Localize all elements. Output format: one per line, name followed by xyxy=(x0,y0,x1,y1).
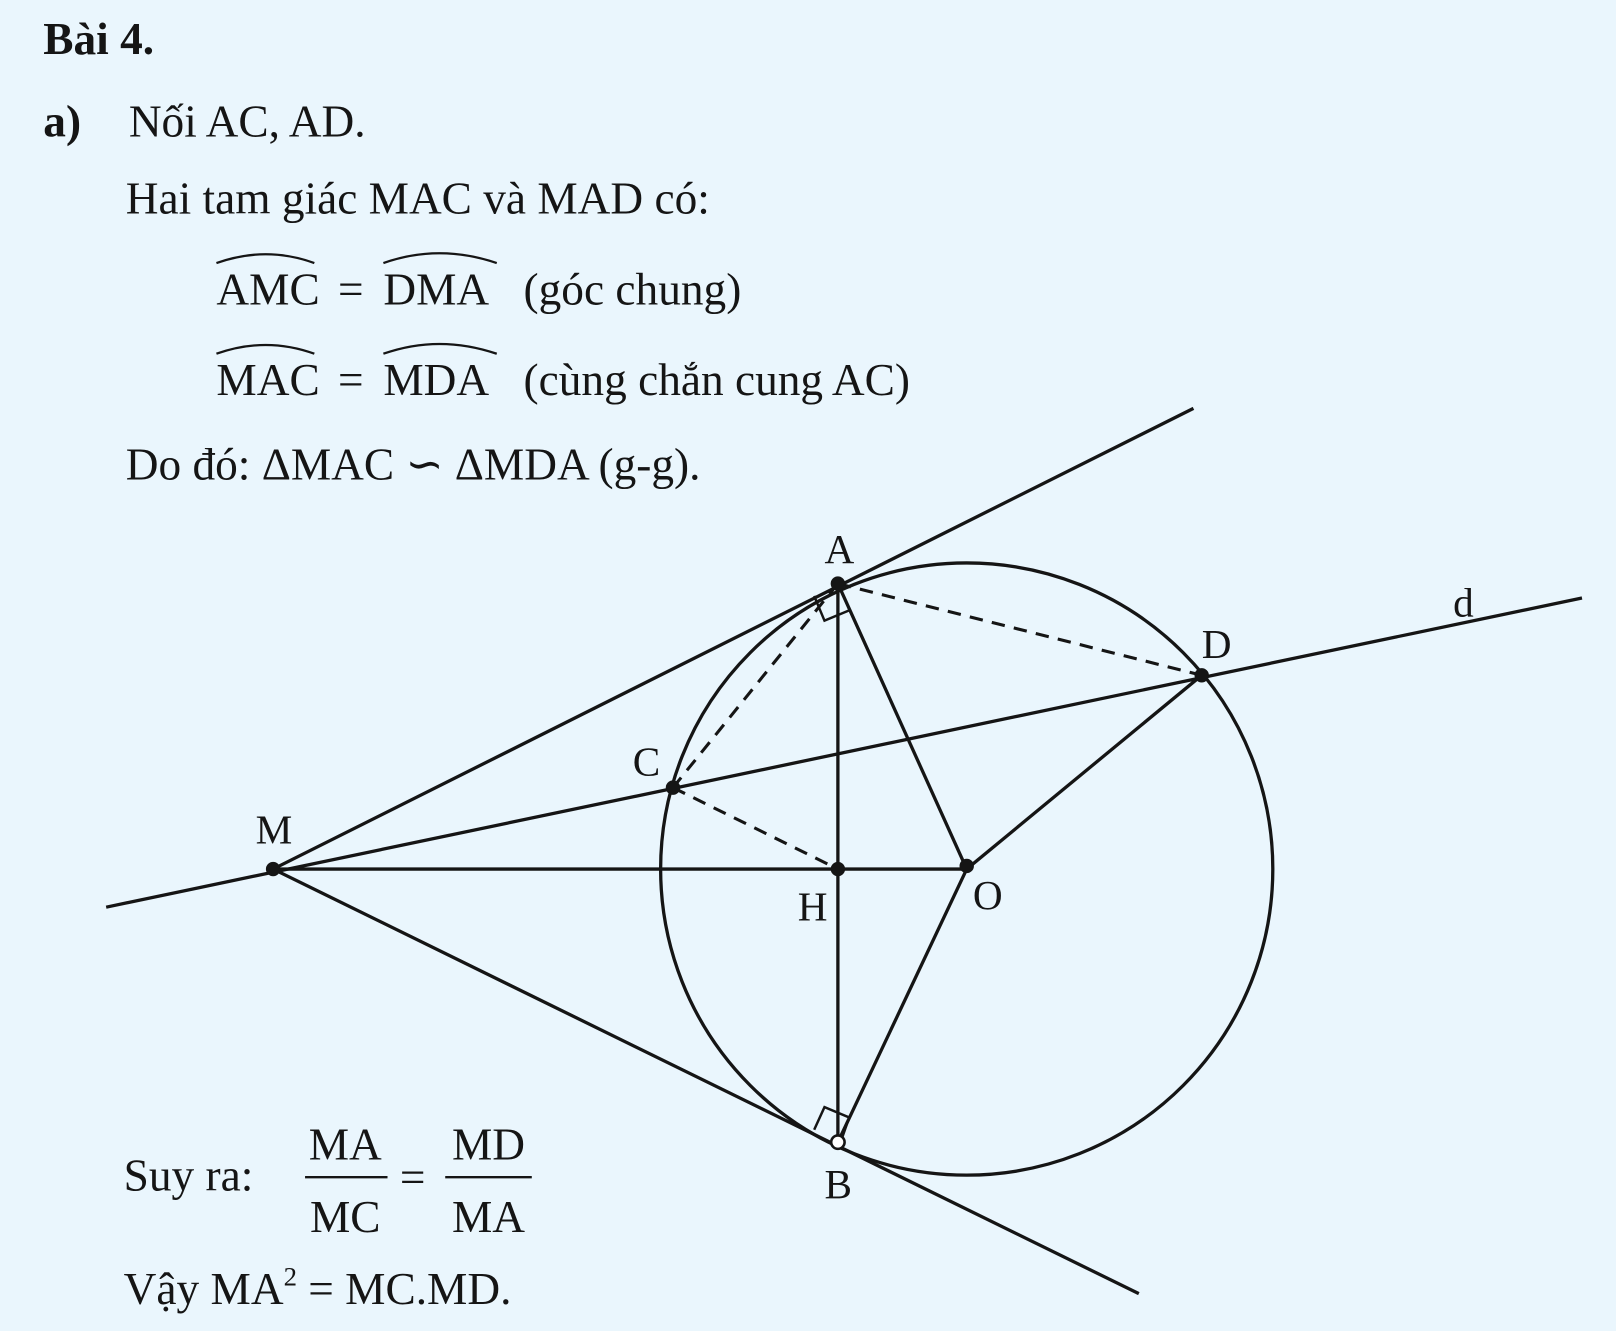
part-a-label: a) xyxy=(43,96,81,146)
step-1: Nối AC, AD. xyxy=(129,96,366,146)
angle-equality-2: MAC = MDA (cùng chắn cung AC) xyxy=(216,342,910,405)
angle-hat xyxy=(216,343,315,355)
frac2-denominator: MA xyxy=(452,1192,525,1242)
point-h xyxy=(830,861,846,877)
reason-2: (cùng chắn cung AC) xyxy=(524,355,910,405)
geometry-diagram: A B C D H M O d xyxy=(105,406,1583,1296)
label-d: D xyxy=(1202,621,1232,667)
angle-amc: AMC xyxy=(216,264,319,314)
right-angle-mark-b xyxy=(813,1105,851,1139)
exercise-title: Bài 4. xyxy=(43,14,154,64)
angle-hat xyxy=(383,342,498,355)
point-d xyxy=(1194,668,1209,683)
segment-od xyxy=(965,674,1203,871)
label-h: H xyxy=(798,884,828,930)
dashed-ch xyxy=(672,786,839,871)
ratio-deduction: Suy ra: MA MC = MD MA xyxy=(124,1120,532,1242)
point-a xyxy=(830,576,846,591)
dashed-ad xyxy=(837,582,1203,677)
tangent-mb xyxy=(272,867,1140,1296)
point-m xyxy=(265,861,281,877)
final-result: Vậy MA2 = MC.MD. xyxy=(124,1261,512,1314)
line-d xyxy=(105,596,1583,909)
frac1-denominator: MC xyxy=(310,1192,381,1242)
frac2-numerator: MD xyxy=(452,1120,525,1170)
label-m: M xyxy=(256,806,293,852)
tangent-ma xyxy=(272,406,1195,871)
final-prefix: Vậy MA xyxy=(124,1264,284,1314)
angle-equality-1: AMC = DMA (góc chung) xyxy=(216,252,742,314)
angle-dma: DMA xyxy=(383,264,489,314)
label-o: O xyxy=(973,872,1003,918)
reason-1: (góc chung) xyxy=(524,264,742,314)
angle-mda: MDA xyxy=(383,355,489,405)
point-c xyxy=(665,780,681,795)
right-angle-mark-a xyxy=(813,595,850,623)
equals-sign: = xyxy=(400,1153,426,1203)
label-line-d: d xyxy=(1453,580,1474,626)
deduce-label: Suy ra: xyxy=(124,1151,254,1201)
conclusion: Do đó: ΔMAC ∽ ΔMDA (g-g). xyxy=(126,439,701,489)
label-c: C xyxy=(633,738,661,784)
label-a: A xyxy=(824,526,854,572)
equals-sign: = xyxy=(338,264,364,314)
point-b xyxy=(829,1134,846,1151)
angle-mac: MAC xyxy=(216,355,319,405)
label-b: B xyxy=(824,1161,852,1207)
exponent: 2 xyxy=(284,1261,297,1291)
segment-ob xyxy=(836,868,969,1143)
final-suffix: = MC.MD. xyxy=(297,1264,511,1314)
angle-hat xyxy=(216,253,315,265)
angle-hat xyxy=(383,252,498,265)
equals-sign: = xyxy=(338,355,364,405)
segment-ao xyxy=(836,582,969,870)
intro-line: Hai tam giác MAC và MAD có: xyxy=(126,174,710,224)
point-o xyxy=(959,858,974,874)
frac1-numerator: MA xyxy=(309,1120,382,1170)
